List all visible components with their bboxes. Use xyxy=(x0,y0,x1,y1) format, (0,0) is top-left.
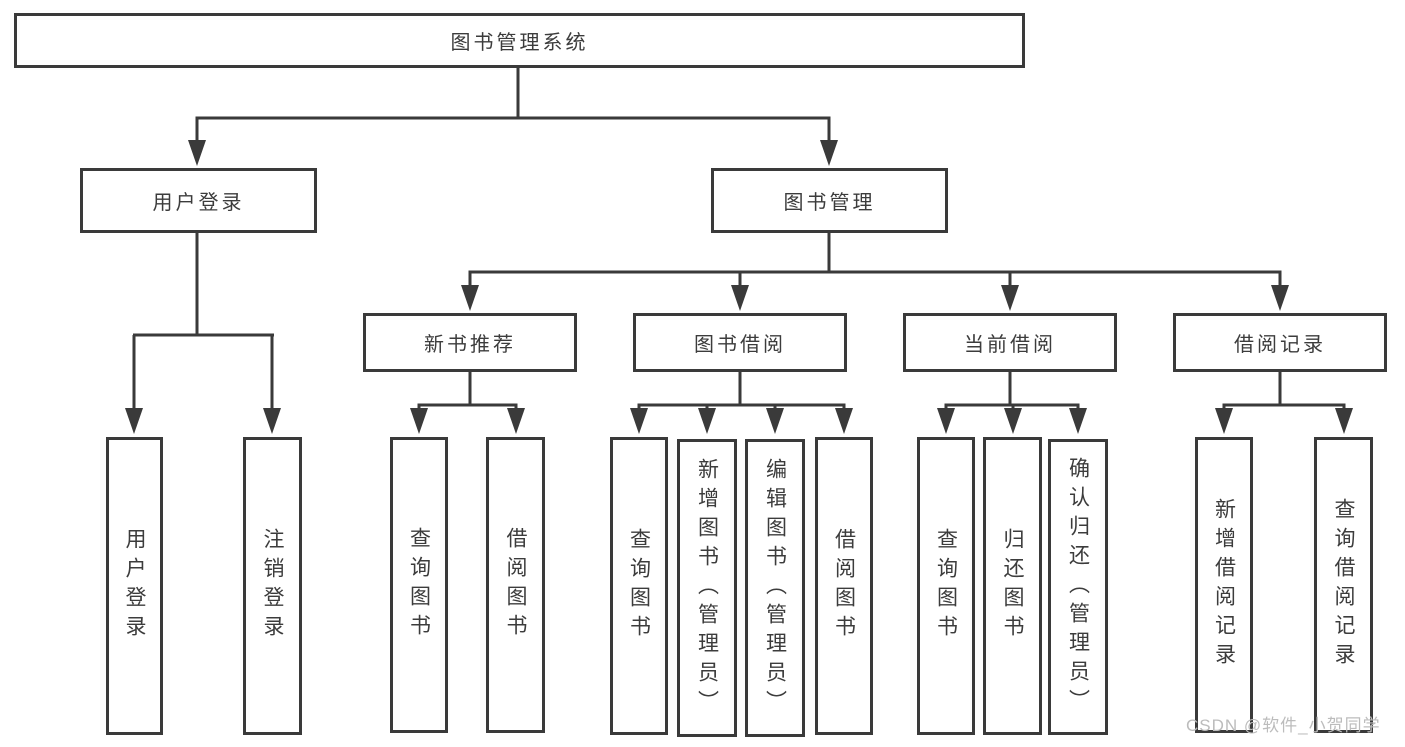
node-query-books-borrowing: 查询图书 xyxy=(610,437,668,735)
connector-root-to-level2 xyxy=(188,66,838,166)
node-query-books-current-label: 查询图书 xyxy=(934,528,958,644)
node-book-borrowing-label: 图书借阅 xyxy=(694,334,786,356)
node-add-borrow-record: 新增借阅记录 xyxy=(1195,437,1253,733)
node-user-login: 用户登录 xyxy=(80,168,317,233)
node-borrow-books-borrowing: 借阅图书 xyxy=(815,437,873,735)
node-add-borrow-record-label: 新增借阅记录 xyxy=(1212,498,1236,672)
node-new-book-recommendation-label: 新书推荐 xyxy=(424,334,516,356)
node-query-books-recommend-label: 查询图书 xyxy=(407,527,431,643)
node-logout-label: 注销登录 xyxy=(261,528,284,644)
node-user-login-label: 用户登录 xyxy=(152,192,245,214)
node-query-books-recommend: 查询图书 xyxy=(390,437,448,733)
connector-user-login-branch xyxy=(125,231,281,434)
node-new-book-recommendation: 新书推荐 xyxy=(363,313,577,372)
node-book-management-system: 图书管理系统 xyxy=(14,13,1025,68)
node-query-borrow-record: 查询借阅记录 xyxy=(1314,437,1373,733)
node-book-borrowing: 图书借阅 xyxy=(633,313,847,372)
node-user-login-leaf: 用户登录 xyxy=(106,437,163,735)
watermark-text: CSDN @软件_小贺同学 xyxy=(1186,716,1381,735)
node-confirm-return-admin-label: 确认归还（管理员） xyxy=(1066,456,1090,718)
node-borrow-books-recommend-label: 借阅图书 xyxy=(504,527,527,643)
node-logout: 注销登录 xyxy=(243,437,302,735)
node-book-management: 图书管理 xyxy=(711,168,948,233)
node-borrow-books-recommend: 借阅图书 xyxy=(486,437,545,733)
node-borrowing-records: 借阅记录 xyxy=(1173,313,1387,372)
node-return-books: 归还图书 xyxy=(983,437,1042,735)
node-user-login-leaf-label: 用户登录 xyxy=(123,528,146,644)
connector-current-borrow-branch xyxy=(937,370,1087,434)
connector-book-management-branch xyxy=(461,231,1289,311)
node-current-borrowing: 当前借阅 xyxy=(903,313,1117,372)
node-edit-book-admin: 编辑图书（管理员） xyxy=(745,439,805,737)
node-current-borrowing-label: 当前借阅 xyxy=(964,334,1056,356)
node-query-books-current: 查询图书 xyxy=(917,437,975,735)
node-return-books-label: 归还图书 xyxy=(1001,528,1024,644)
node-query-books-borrowing-label: 查询图书 xyxy=(627,528,651,644)
node-query-borrow-record-label: 查询借阅记录 xyxy=(1332,498,1355,672)
node-book-management-label: 图书管理 xyxy=(783,192,876,214)
connector-book-borrow-branch xyxy=(630,370,853,434)
node-borrowing-records-label: 借阅记录 xyxy=(1234,334,1326,356)
node-borrow-books-borrowing-label: 借阅图书 xyxy=(832,528,856,644)
connector-new-book-branch xyxy=(410,370,525,434)
node-add-book-admin: 新增图书（管理员） xyxy=(677,439,737,737)
connector-borrow-record-branch xyxy=(1215,370,1353,434)
node-book-management-system-label: 图书管理系统 xyxy=(450,32,589,54)
node-edit-book-admin-label: 编辑图书（管理员） xyxy=(763,457,787,719)
node-add-book-admin-label: 新增图书（管理员） xyxy=(695,457,719,719)
node-confirm-return-admin: 确认归还（管理员） xyxy=(1048,439,1108,735)
